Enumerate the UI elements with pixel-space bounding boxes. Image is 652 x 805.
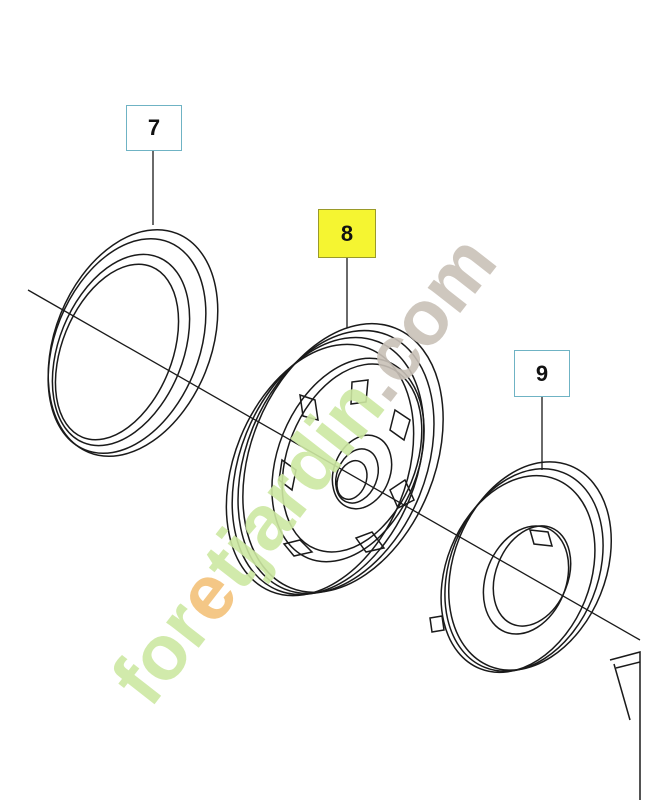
callout-8-highlighted: 8 [318, 209, 376, 258]
callout-7: 7 [126, 105, 182, 151]
adjacent-part-fragment [609, 651, 641, 800]
svg-text:foretjardin.com: foretjardin.com [94, 219, 513, 721]
callout-9: 9 [514, 350, 570, 397]
part-8-pulley [225, 322, 444, 597]
part-9-spring [429, 461, 613, 674]
part-7-ring [47, 229, 219, 457]
watermark-logo: foretjardin.com [94, 219, 513, 721]
